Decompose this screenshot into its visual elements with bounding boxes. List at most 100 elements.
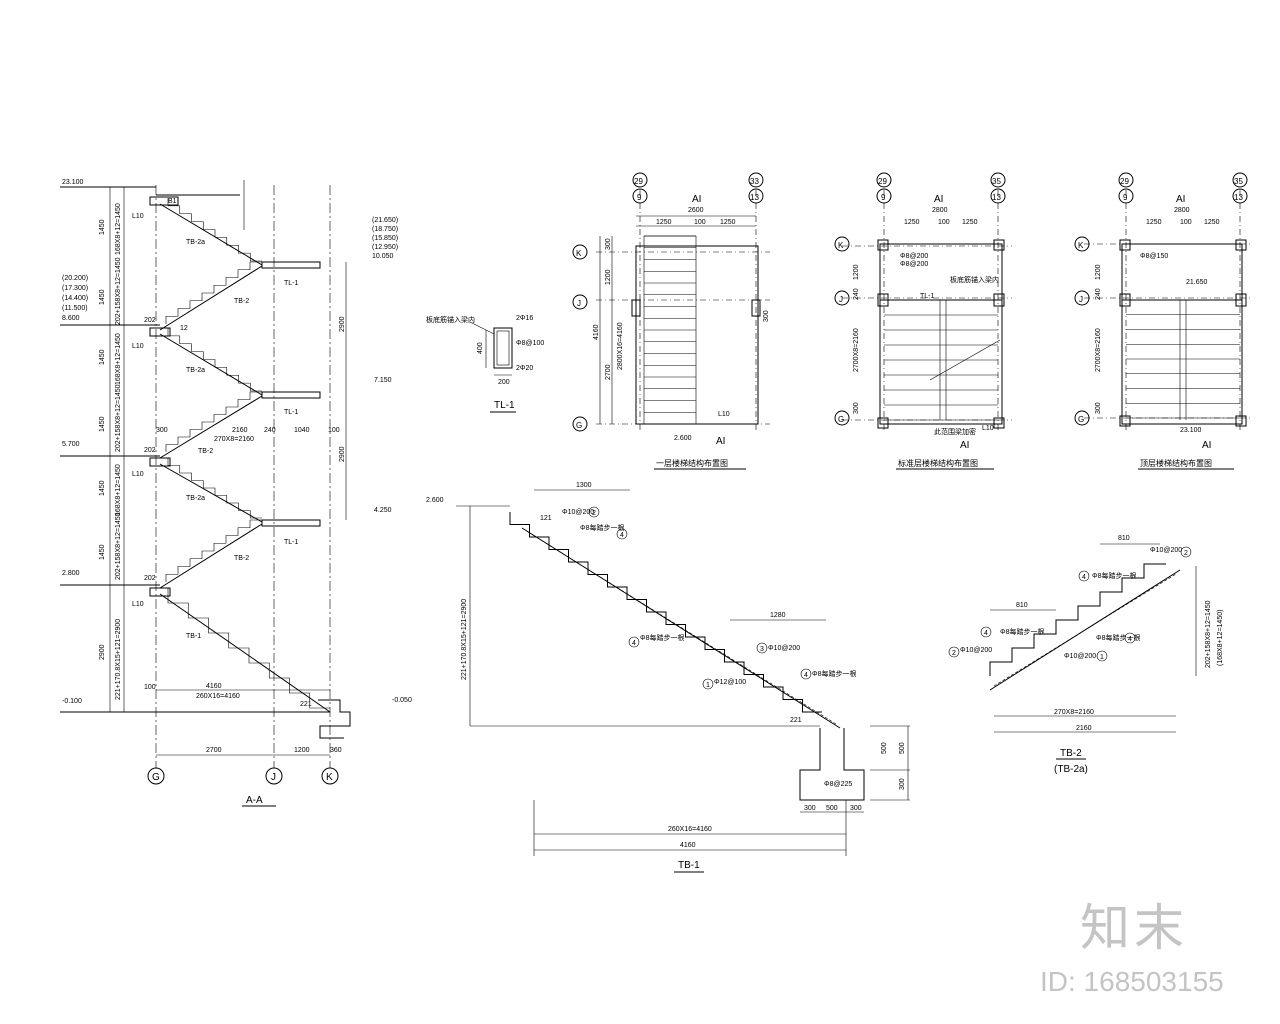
- dim-100: 100: [938, 219, 950, 226]
- tb1-c1: 1: [706, 682, 710, 689]
- dim-100: 100: [1180, 219, 1192, 226]
- tb1-c2: 2: [592, 510, 596, 517]
- tb1-dim-4160: 4160: [680, 842, 696, 849]
- dim-2900: 2900: [99, 644, 106, 660]
- elev-7150: 7.150: [374, 377, 392, 384]
- dim-1450: 1450: [99, 416, 106, 432]
- tb1-rebar-5: Φ8每踏步一根: [640, 633, 684, 642]
- axis-33: 33: [750, 177, 759, 186]
- axis-13: 13: [992, 193, 1001, 202]
- dim-1200: 1200: [853, 264, 860, 280]
- axis-ai: AI: [1176, 194, 1185, 205]
- tb1-dim-300: 300: [850, 805, 862, 812]
- tb2-dim-side: 202+158X8+12=1450: [1205, 600, 1212, 668]
- dim-2900: 2900: [339, 446, 346, 462]
- axis-ai: AI: [716, 436, 725, 447]
- b1-label: B1: [168, 198, 177, 205]
- axis-g: G: [576, 421, 582, 430]
- tl1-stirrup: Φ8@100: [516, 340, 544, 347]
- tl1-h: 400: [477, 342, 484, 354]
- elev-right-1: (21.650): [372, 217, 398, 224]
- elev-2800: 2.800: [62, 570, 80, 577]
- stair-steps: [167, 328, 262, 392]
- stair-steps: [167, 458, 262, 519]
- tb2-flight: [989, 563, 1166, 676]
- dim-1450: 1450: [99, 219, 106, 235]
- tb2-rebar-3: Φ10@200: [1064, 653, 1096, 660]
- axis-13: 13: [750, 193, 759, 202]
- tb2-dim-810: 810: [1016, 602, 1028, 609]
- l10-label: L10: [718, 411, 730, 418]
- tb1-elev: 2.600: [426, 497, 444, 504]
- watermark-id: ID: 168503155: [1040, 966, 1224, 997]
- dim-240: 240: [264, 427, 276, 434]
- axis-35: 35: [992, 177, 1001, 186]
- tl1-label: TL-1: [920, 293, 935, 300]
- tb2-c4: 4: [1128, 636, 1132, 643]
- dim-4160: 4160: [593, 324, 600, 340]
- dim-100: 100: [144, 684, 156, 691]
- tb1-rebar-1: Φ12@100: [714, 679, 746, 686]
- dim-stair-b: 202+158X8+12=1450: [115, 384, 122, 452]
- tb2-rebar-1: Φ10@200: [1150, 547, 1182, 554]
- axis-9: 9: [637, 193, 642, 202]
- tb2-detail: 810 810 270X8=2160 2160 202+158X8+12=145…: [948, 535, 1224, 775]
- tb2-c1: 1: [1100, 654, 1104, 661]
- elev-right-3: (15.850): [372, 235, 398, 242]
- note-1: 板底筋锚入梁内: [950, 275, 999, 284]
- dim-221: 221: [300, 701, 312, 708]
- dim-stair-a: 168X8+12=1450: [115, 464, 122, 516]
- elev-4250: 4.250: [374, 507, 392, 514]
- stair-steps: [165, 391, 262, 452]
- plan-standard: 29 9 35 13 AI AI K J G 2800 1250 100 125…: [834, 172, 1012, 470]
- elev-2600: 2.600: [674, 435, 692, 442]
- axis-ai: AI: [934, 194, 943, 205]
- tb1-rebar-6: Φ8每踏步一根: [812, 669, 856, 678]
- dim-1250: 1250: [962, 219, 978, 226]
- dim-stair-a: 168X8+12=1450: [115, 333, 122, 385]
- dim-100: 100: [694, 219, 706, 226]
- axis-j: J: [1079, 295, 1083, 304]
- tb1-c4: 4: [620, 532, 624, 539]
- l10-label: L10: [132, 213, 144, 220]
- dim-stair-a: 168X8+12=1450: [115, 203, 122, 255]
- axis-k: K: [1078, 241, 1084, 250]
- stair-steps: [165, 519, 262, 582]
- tb2-rebar-2: Φ10@200: [960, 647, 992, 654]
- tb1-dim-500: 500: [826, 805, 838, 812]
- dim-300: 300: [763, 310, 770, 322]
- dim-1450: 1450: [99, 289, 106, 305]
- dim-202: 202: [144, 575, 156, 582]
- dim-12: 12: [180, 325, 188, 332]
- dim-300: 300: [605, 238, 612, 250]
- dim-1450: 1450: [99, 349, 106, 365]
- dim-240: 240: [853, 288, 860, 300]
- dim-1250: 1250: [720, 219, 736, 226]
- tb1-dim-1300: 1300: [576, 482, 592, 489]
- dim-2160: 2700X8=2160: [853, 328, 860, 372]
- dim-2600: 2600: [688, 207, 704, 214]
- dim-300: 300: [1095, 402, 1102, 414]
- tb1-dim-221: 221: [790, 717, 802, 724]
- tb2a-label: TB-2a: [186, 495, 205, 502]
- dim-stair-b: 202+158X8+12=1450: [115, 512, 122, 580]
- dim-300: 300: [853, 402, 860, 414]
- section-aa: 23.100 (20.200) (17.300) (14.400) (11.50…: [60, 179, 412, 807]
- elev-8600: 8.600: [62, 315, 80, 322]
- tb1-dim-side: 221+170.8X15+121=2900: [461, 599, 468, 680]
- axis-j: J: [577, 299, 581, 308]
- elev-right-5: 10.050: [372, 253, 394, 260]
- rebar-note: Φ8@200: [900, 261, 928, 268]
- axis-29: 29: [878, 177, 887, 186]
- plan-top-treads: [1126, 299, 1240, 419]
- tb2-label: TB-2: [234, 298, 249, 305]
- dim-1250: 1250: [1204, 219, 1220, 226]
- tb2-rebar-4: Φ8每踏步一根: [1092, 571, 1136, 580]
- elev-top: 23.100: [62, 179, 84, 186]
- axis-g: G: [1078, 415, 1084, 424]
- elev-neg0100: -0.100: [62, 698, 82, 705]
- tb1-detail: 2.600 1300 1280 221+170.8X15+121=2900 12…: [426, 482, 910, 873]
- axis-9: 9: [1123, 193, 1128, 202]
- axis-29: 29: [1120, 177, 1129, 186]
- dim-1250: 1250: [1146, 219, 1162, 226]
